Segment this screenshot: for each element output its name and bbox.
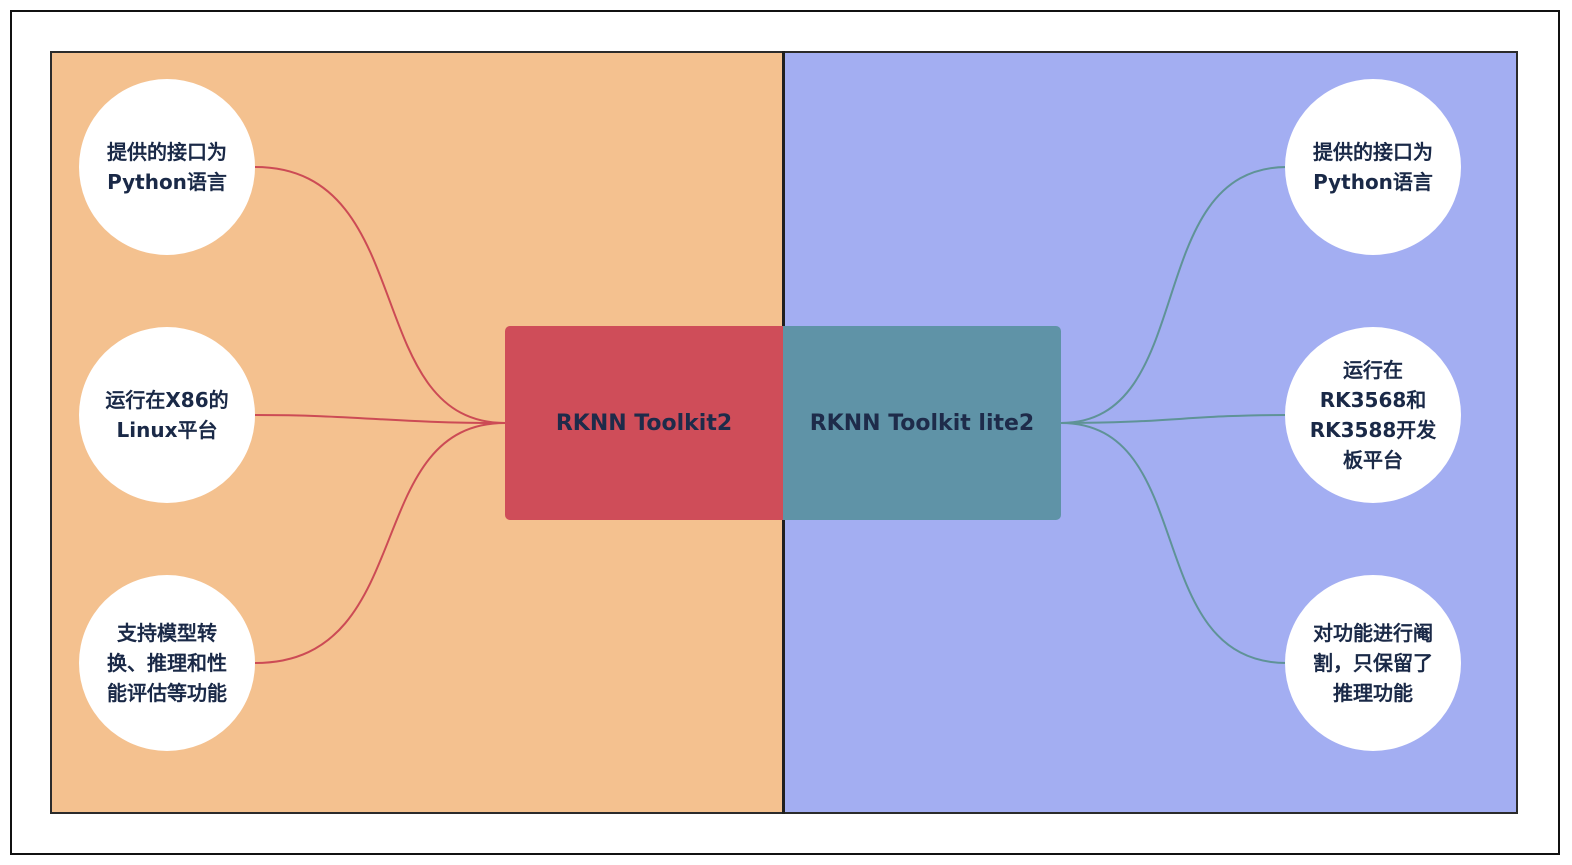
right-leaf-1: 提供的接口为 Python语言 bbox=[1285, 79, 1461, 255]
left-leaf-2-text: 运行在X86的 Linux平台 bbox=[105, 388, 229, 442]
right-leaf-3: 对功能进行阉 割，只保留了 推理功能 bbox=[1285, 575, 1461, 751]
left-leaf-1-text: 提供的接口为 Python语言 bbox=[107, 140, 227, 194]
left-leaf-1: 提供的接口为 Python语言 bbox=[79, 79, 255, 255]
right-leaf-2-text: 运行在 RK3568和 RK3588开发 板平台 bbox=[1309, 358, 1437, 472]
central-node-left: RKNN Toolkit2 bbox=[505, 326, 783, 520]
right-leaf-3-text: 对功能进行阉 割，只保留了 推理功能 bbox=[1313, 621, 1433, 705]
central-node-right-label: RKNN Toolkit lite2 bbox=[809, 410, 1035, 436]
left-leaf-2: 运行在X86的 Linux平台 bbox=[79, 327, 255, 503]
central-node-right: RKNN Toolkit lite2 bbox=[783, 326, 1061, 520]
left-leaf-3-text: 支持模型转 换、推理和性 能评估等功能 bbox=[107, 621, 227, 705]
central-node-left-label: RKNN Toolkit2 bbox=[555, 410, 733, 436]
right-leaf-2: 运行在 RK3568和 RK3588开发 板平台 bbox=[1285, 327, 1461, 503]
left-leaf-3: 支持模型转 换、推理和性 能评估等功能 bbox=[79, 575, 255, 751]
right-leaf-1-text: 提供的接口为 Python语言 bbox=[1313, 140, 1433, 194]
